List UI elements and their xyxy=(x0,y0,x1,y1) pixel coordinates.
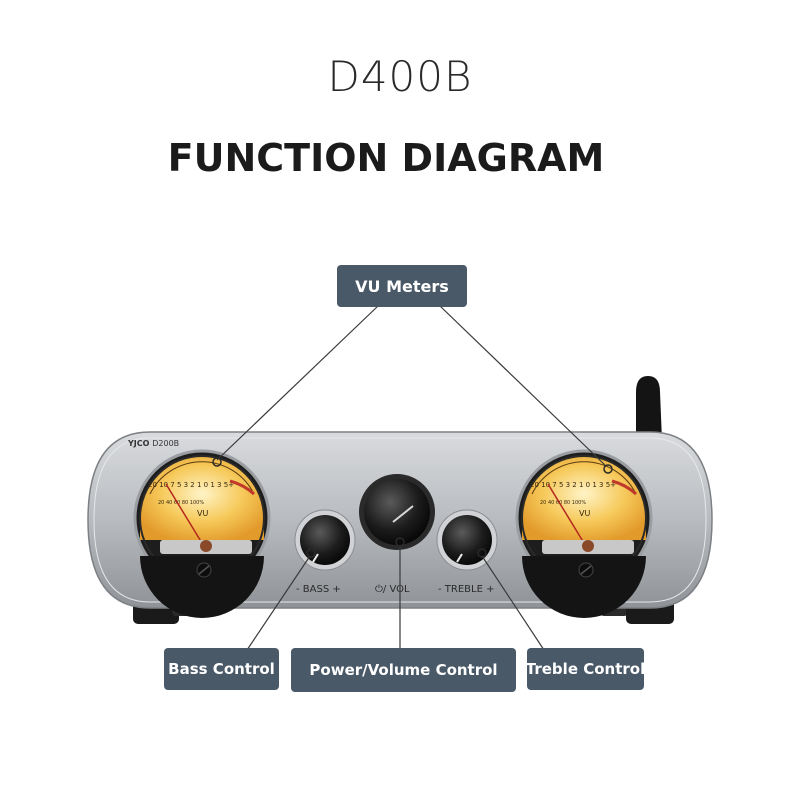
vu-meter-left: 20 10 7 5 3 2 1 0 1 3 5+ 20 40 60 80 100… xyxy=(133,449,271,618)
callout-treble-control: Treble Control xyxy=(526,648,645,690)
volume-knob[interactable] xyxy=(359,474,435,550)
meter-scale-top: 20 10 7 5 3 2 1 0 1 3 5+ xyxy=(530,481,616,489)
model-print: D200B xyxy=(152,439,179,448)
meter-needle xyxy=(547,483,588,549)
meter-scale-top: 20 10 7 5 3 2 1 0 1 3 5+ xyxy=(148,481,234,489)
bass-knob[interactable] xyxy=(294,509,356,571)
volume-label: ⏻/ VOL xyxy=(375,584,410,595)
treble-label: - TREBLE + xyxy=(438,584,494,595)
diagram-title: FUNCTION DIAGRAM xyxy=(167,136,605,180)
meter-label: VU xyxy=(579,509,590,518)
bass-label: - BASS + xyxy=(296,584,341,595)
brand-name: YJCO xyxy=(127,439,150,448)
callout-lines xyxy=(212,305,613,651)
brand-print: YJCO D200B xyxy=(127,439,179,448)
meter-needle xyxy=(165,483,206,549)
treble-knob[interactable] xyxy=(436,509,498,571)
meter-label: VU xyxy=(197,509,208,518)
callout-power-volume-control: Power/Volume Control xyxy=(291,648,516,692)
callout-bass-control: Bass Control xyxy=(164,648,279,690)
callout-vu-meters: VU Meters xyxy=(337,265,467,307)
model-title: D400B xyxy=(327,52,473,101)
meter-scale-bottom: 20 40 60 80 100% xyxy=(540,500,586,506)
vu-meter-right: 20 10 7 5 3 2 1 0 1 3 5+ 20 40 60 80 100… xyxy=(515,449,653,618)
antenna xyxy=(636,376,662,440)
meter-scale-bottom: 20 40 60 80 100% xyxy=(158,500,204,506)
